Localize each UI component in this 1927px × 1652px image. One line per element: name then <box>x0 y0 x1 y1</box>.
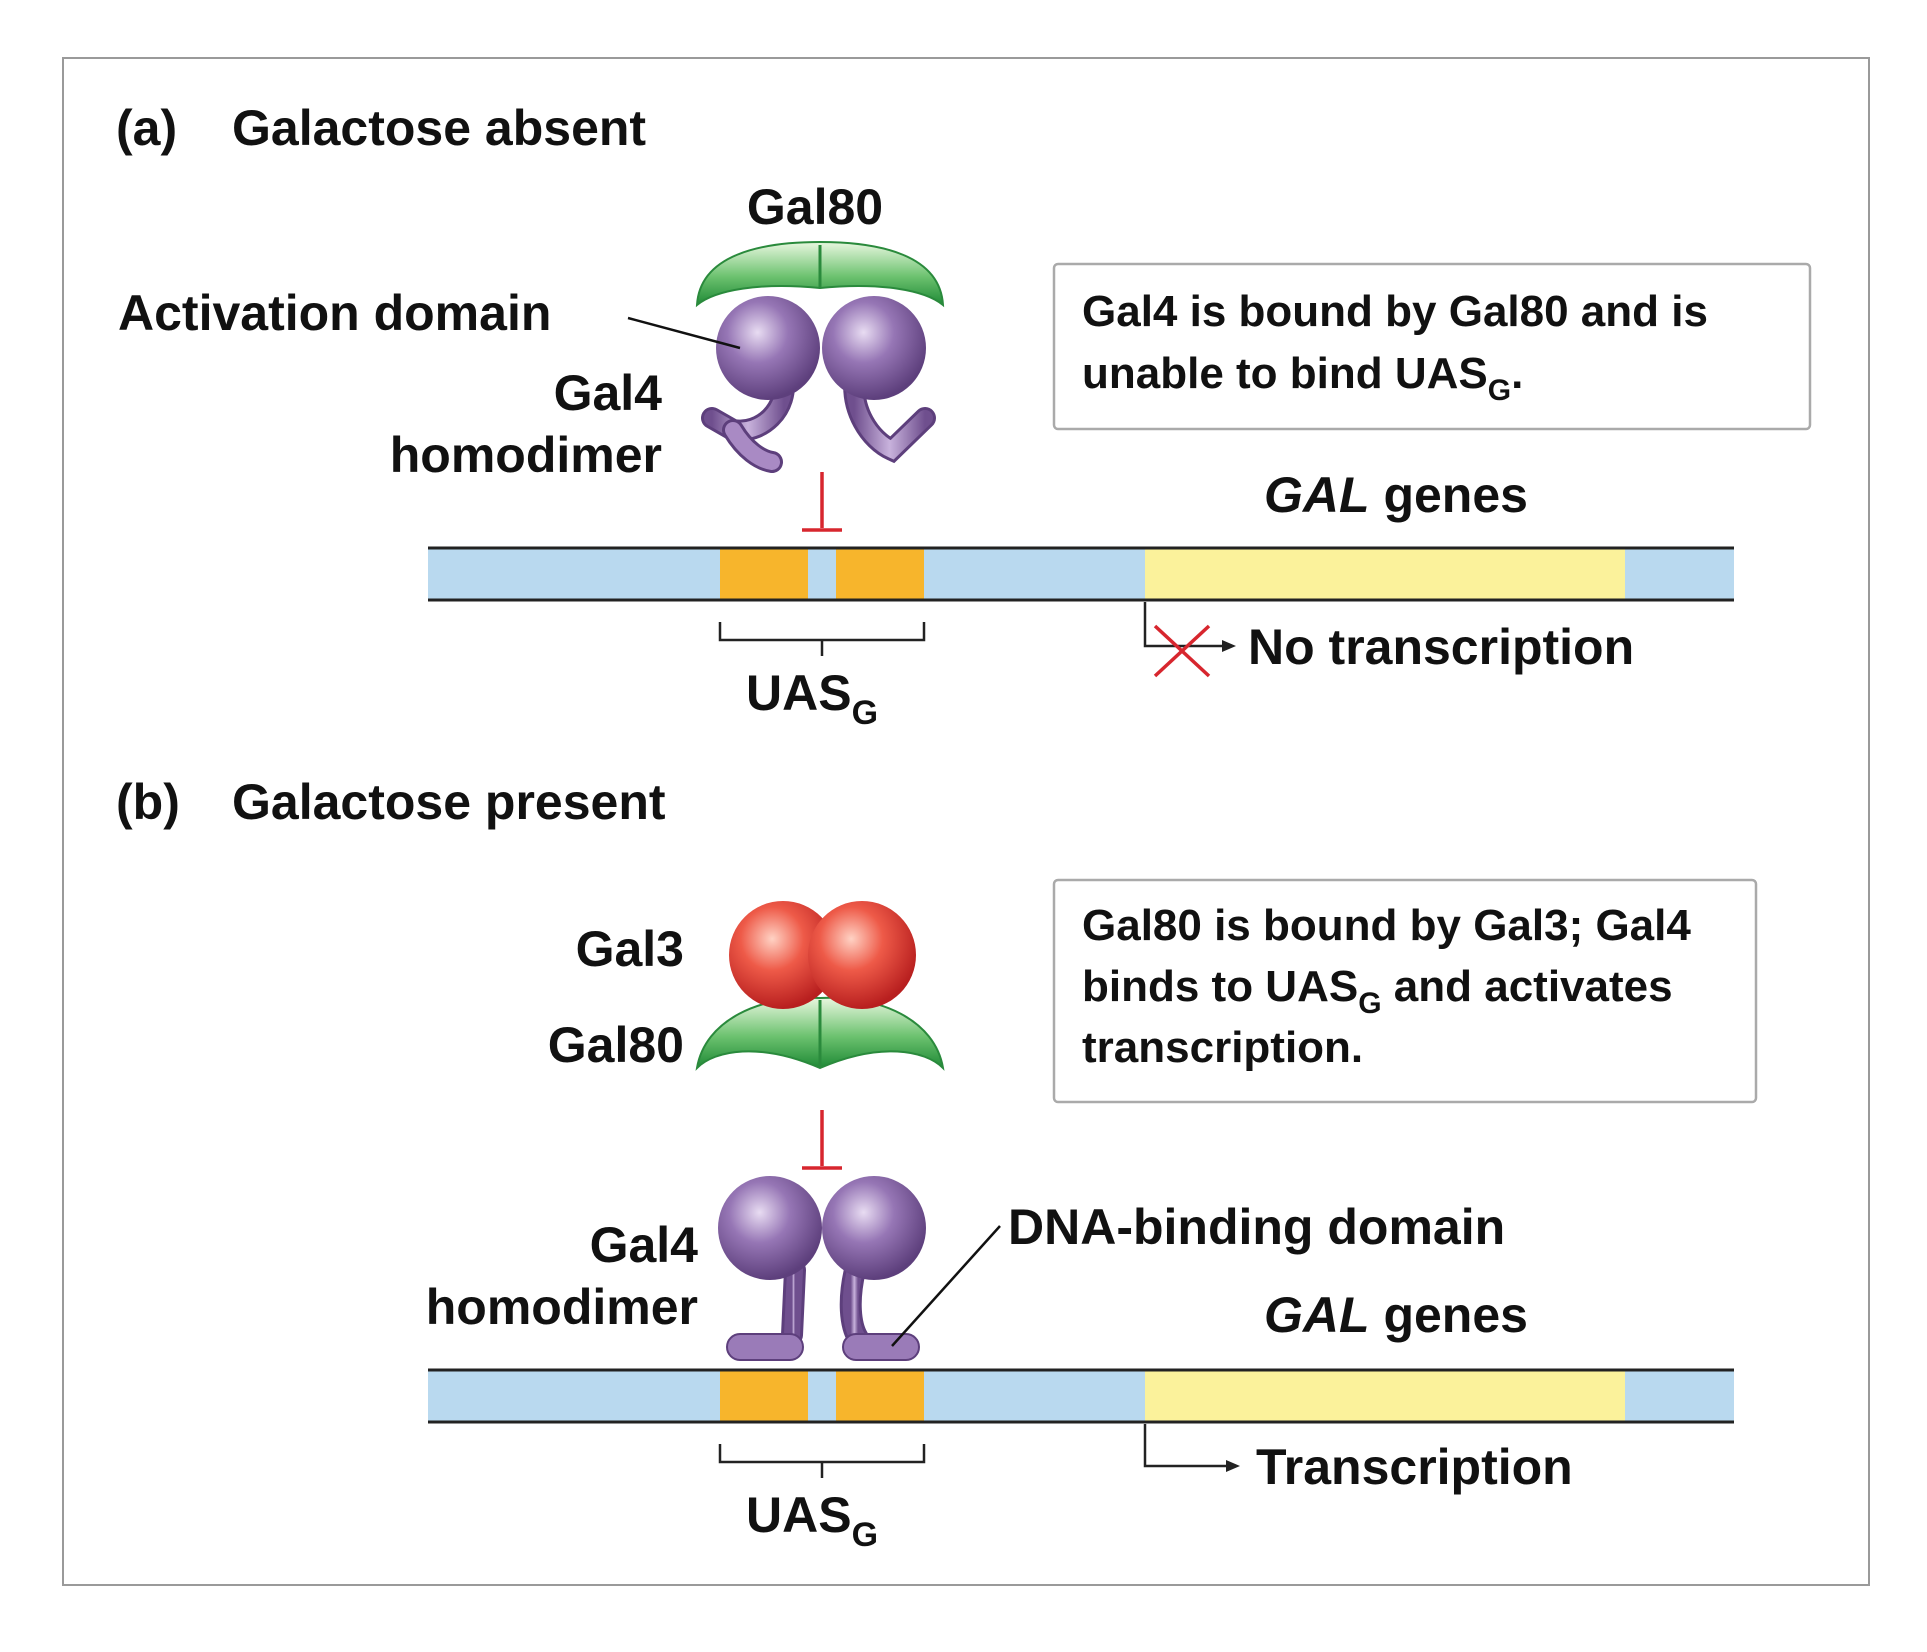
uas-site-left-a <box>720 548 808 600</box>
gal4-label-a-line2: homodimer <box>390 427 662 483</box>
info-box-b-line1: Gal80 is bound by Gal3; Gal4 <box>1082 901 1691 950</box>
transcription-label: Transcription <box>1256 1439 1573 1495</box>
blocked-transcription-arrow <box>1143 602 1236 678</box>
gal80-protein-a <box>695 240 945 308</box>
activation-domain-sphere-left <box>716 296 820 400</box>
activation-domain-label: Activation domain <box>118 285 551 341</box>
panel-b-letter: (b) <box>116 774 180 830</box>
uas-bracket-b <box>718 1444 926 1478</box>
gal-gene-region-a <box>1145 548 1625 600</box>
activation-domain-pointer <box>627 316 741 350</box>
inhibition-symbol-a <box>802 472 842 532</box>
info-box-a-line2: unable to bind UASG. <box>1082 349 1523 407</box>
uas-bracket-a <box>718 622 926 656</box>
no-transcription-label: No transcription <box>1248 619 1634 675</box>
dna-binding-domain-label: DNA-binding domain <box>1008 1199 1505 1255</box>
inhibition-symbol-b <box>802 1110 842 1170</box>
panel-a-title: Galactose absent <box>232 100 646 156</box>
info-box-b-line2: binds to UASG and activates <box>1082 962 1673 1020</box>
info-box-a-line1: Gal4 is bound by Gal80 and is <box>1082 287 1708 336</box>
dna-binding-domain-right <box>842 1333 920 1361</box>
dna-strand-b <box>428 1368 1734 1424</box>
uas-site-right-b <box>836 1370 924 1422</box>
panel-b-title: Galactose present <box>232 774 666 830</box>
gal4-homodimer-b <box>718 1176 926 1361</box>
gal4-homodimer-a <box>701 296 936 473</box>
gal4-label-b-line1: Gal4 <box>590 1217 699 1273</box>
info-box-b <box>1052 878 1758 1104</box>
uas-label-b: UASG <box>746 1487 878 1554</box>
gal80-label-a: Gal80 <box>747 179 883 235</box>
transcription-arrow <box>1143 1424 1240 1472</box>
gal80-protein-b <box>695 996 945 1071</box>
activation-domain-sphere-right <box>822 296 926 400</box>
gal-genes-label-b: GAL genes <box>1264 1287 1528 1343</box>
uas-site-right-a <box>836 548 924 600</box>
panel-a-letter: (a) <box>116 100 177 156</box>
dna-strand-a <box>428 546 1734 602</box>
uas-site-left-b <box>720 1370 808 1422</box>
gal4-label-a-line1: Gal4 <box>554 365 663 421</box>
gal80-label-b: Gal80 <box>548 1017 684 1073</box>
gal-gene-region-b <box>1145 1370 1625 1422</box>
info-box-a <box>1052 262 1812 431</box>
gal-genes-label-a: GAL genes <box>1264 467 1528 523</box>
dna-binding-domain-left <box>726 1333 804 1361</box>
gal4-label-b-line2: homodimer <box>426 1279 698 1335</box>
dna-binding-domain-pointer <box>891 1225 1001 1347</box>
gal3-label: Gal3 <box>576 921 684 977</box>
gal3-protein <box>729 901 916 1009</box>
uas-label-a: UASG <box>746 665 878 732</box>
info-box-b-line3: transcription. <box>1082 1023 1363 1072</box>
